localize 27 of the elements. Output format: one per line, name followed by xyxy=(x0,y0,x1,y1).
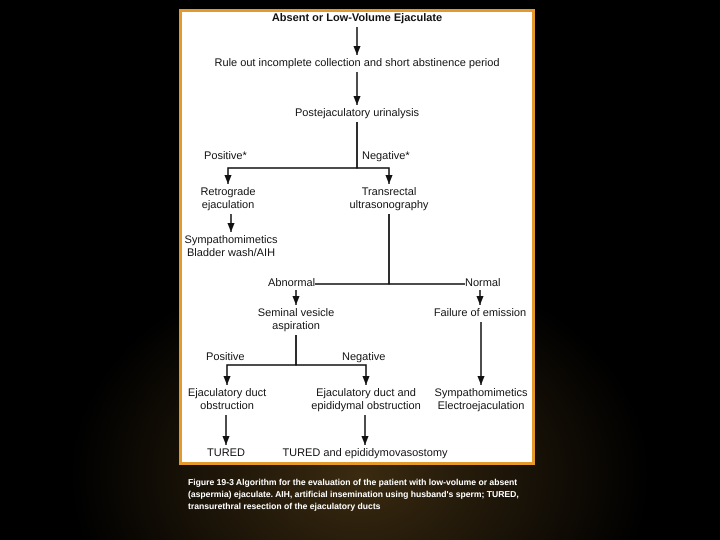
step-text: Postejaculatory urinalysis xyxy=(257,107,457,120)
arrow xyxy=(353,72,361,105)
step-text: Sympathomimetics Bladder wash/AIH xyxy=(179,234,283,260)
step-text: Transrectal ultrasonography xyxy=(334,186,444,212)
arrow xyxy=(227,214,235,232)
arrow xyxy=(477,322,485,385)
step-text: Seminal vesicle aspiration xyxy=(241,307,351,333)
arrow xyxy=(353,27,361,55)
step-text: TURED xyxy=(196,447,256,460)
edge-label: Abnormal xyxy=(268,277,316,290)
edge-label: Negative* xyxy=(362,150,410,163)
figure-caption: Figure 19-3 Algorithm for the evaluation of the patient with low-volume or absent (aspermia) ejaculate. AIH, artificial insemination using husband's sperm; TURED, transurethral resection of the ejaculatory ducts xyxy=(188,476,520,512)
step-text: Sympathomimetics Electroejaculation xyxy=(431,387,531,413)
edge-label: Negative xyxy=(342,351,386,364)
edge-label: Normal xyxy=(465,277,500,290)
arrow xyxy=(388,214,484,305)
step-text: Ejaculatory duct and epididymal obstruction xyxy=(306,387,426,413)
arrow xyxy=(361,415,369,445)
step-text: Absent or Low-Volume Ejaculate xyxy=(192,12,522,25)
step-text: Retrograde ejaculation xyxy=(178,186,278,212)
step-text: Failure of emission xyxy=(430,307,530,320)
arrow xyxy=(356,122,393,184)
arrow xyxy=(295,335,370,385)
arrow xyxy=(222,415,230,445)
step-text: Ejaculatory duct obstruction xyxy=(172,387,282,413)
step-text: Rule out incomplete collection and short abstinence period xyxy=(184,57,530,70)
step-text: TURED and epididymovasostomy xyxy=(275,447,455,460)
